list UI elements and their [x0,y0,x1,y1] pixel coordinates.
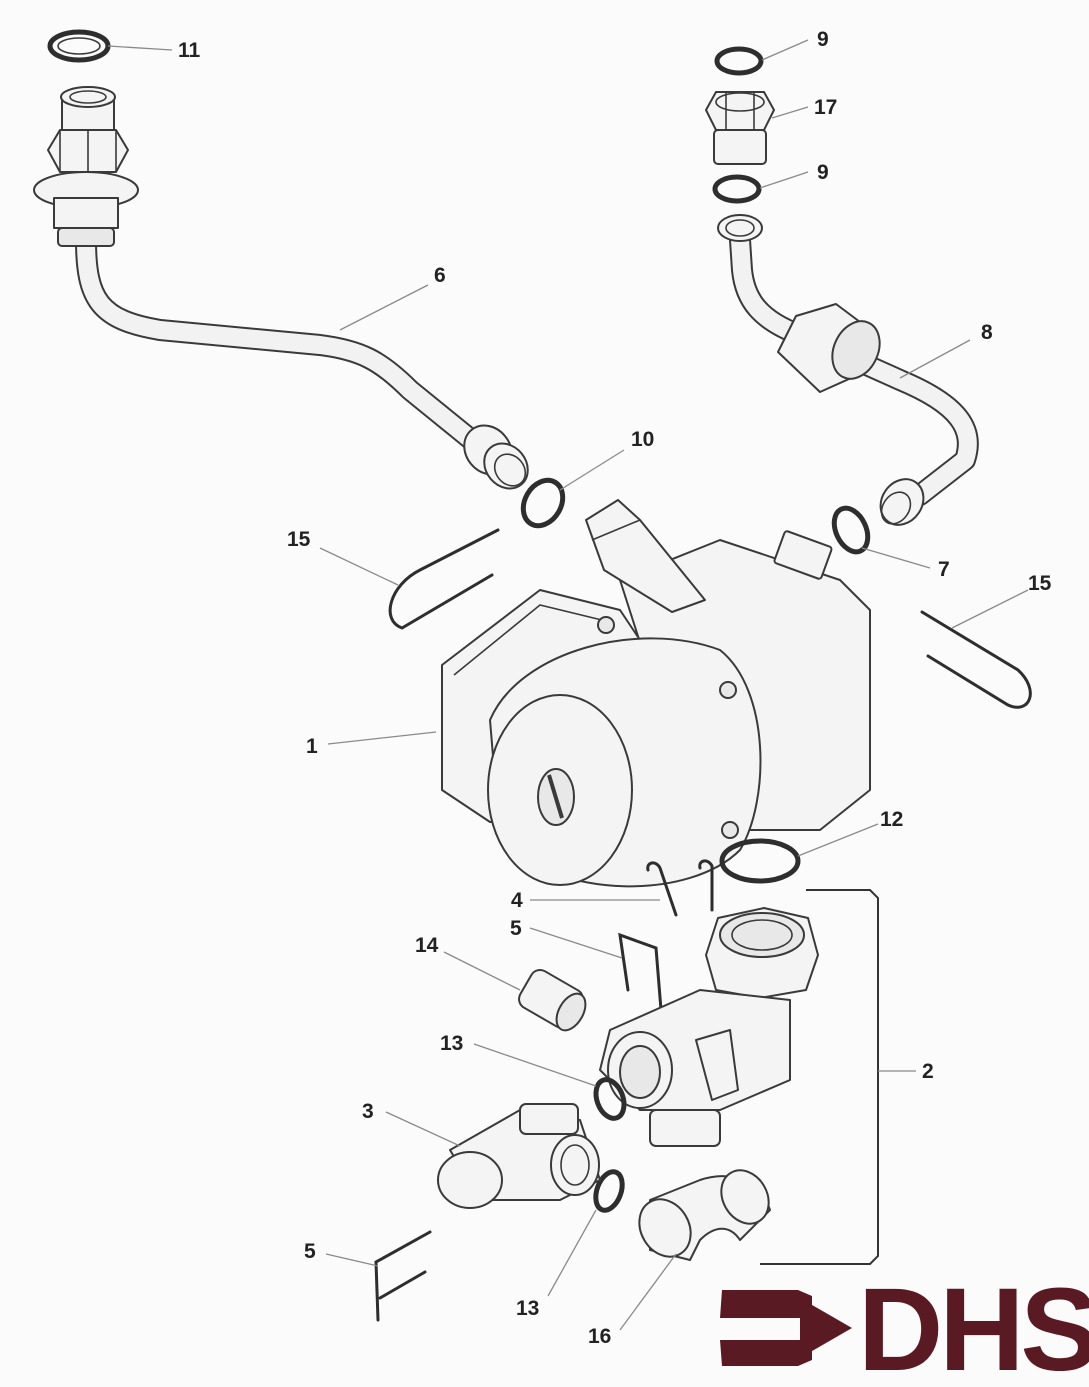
logo-arrow-bar-bottom [720,1340,812,1366]
part-11-washer [47,29,111,63]
callout-12: 12 [880,808,903,831]
callout-4: 4 [511,889,523,912]
callout-1: 1 [306,735,318,758]
logo-arrow-bar-top [720,1290,812,1318]
part-13-o-ring-lower [593,1169,625,1213]
leader-lines [107,39,1029,1331]
callout-5-lower: 5 [304,1240,316,1263]
part-4-clip-pins [646,859,714,917]
callout-2: 2 [922,1060,934,1083]
part-6-flow-pipe [33,86,529,490]
part-9-washer-upper [714,46,764,76]
callout-10: 10 [631,428,654,451]
callout-15-right: 15 [1028,572,1052,595]
part-12-washer [719,838,801,884]
callout-15-left: 15 [287,528,311,551]
callout-6: 6 [434,264,446,287]
part-1-pump [441,499,871,888]
part-8-return-pipe [717,214,979,526]
part-5-staple-upper [618,932,664,1024]
callout-13-upper: 13 [440,1032,463,1055]
part-13-o-ring-upper [593,1077,627,1121]
callout-17: 17 [814,96,837,119]
logo-arrow-head [800,1298,852,1358]
callout-11: 11 [178,39,201,62]
part-5-staple-lower [374,1230,432,1322]
part-17-nut [705,91,775,165]
callout-9-upper: 9 [817,28,829,51]
part-14-plug [518,968,587,1032]
logo-text: DHS [858,1264,1089,1382]
callout-labels: 11 9 17 9 6 8 10 15 7 15 1 12 4 5 14 2 1… [178,28,1052,1348]
part-10-o-ring [520,477,566,529]
callout-16: 16 [588,1325,611,1348]
callout-7: 7 [938,558,950,581]
part-2-manifold [599,907,819,1147]
part-7-o-ring [831,505,871,555]
callout-13-lower: 13 [516,1297,539,1320]
part-9-washer-lower [712,174,762,204]
part-2-bracket [760,889,879,1265]
dhs-logo: DHS [720,1264,1089,1387]
callout-14: 14 [415,934,439,957]
callout-8: 8 [981,321,993,344]
part-3-valve [437,1103,601,1209]
part-16-elbow [638,1169,771,1261]
callout-5-upper: 5 [510,917,522,940]
callout-3: 3 [362,1100,374,1123]
part-15-clip-right [920,610,1032,709]
part-15-clip-left [388,528,500,630]
callout-9-lower: 9 [817,161,829,184]
